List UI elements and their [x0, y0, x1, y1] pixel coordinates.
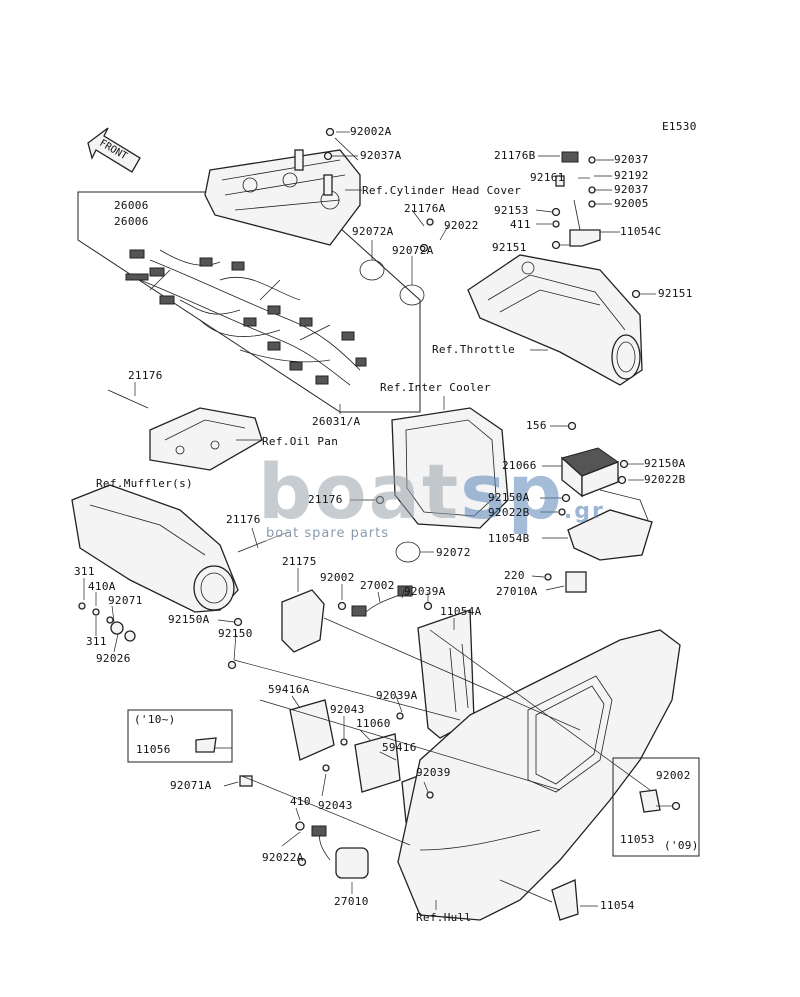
diagram-code: E1530: [662, 120, 697, 133]
part-11054: 11054: [600, 899, 635, 912]
year-label-09: ('09): [664, 839, 699, 852]
part-92150A-b: 92150A: [488, 491, 530, 504]
part-21066: 21066: [502, 459, 537, 472]
part-27002: 27002: [360, 579, 395, 592]
part-92150A-c: 92150A: [168, 613, 210, 626]
part-21176-a: 21176: [128, 369, 163, 382]
part-92153: 92153: [494, 204, 529, 217]
part-92037-b: 92037: [614, 183, 649, 196]
part-410: 410: [290, 795, 311, 808]
part-220: 220: [504, 569, 525, 582]
part-311-a: 311: [74, 565, 95, 578]
part-311-b: 311: [86, 635, 107, 648]
part-92150: 92150: [218, 627, 253, 640]
part-92043-b: 92043: [318, 799, 353, 812]
part-11054A: 11054A: [440, 605, 482, 618]
part-410A: 410A: [88, 580, 116, 593]
part-92039A-a: 92039A: [404, 585, 446, 598]
throttle-body: [467, 254, 643, 386]
part-11056: 11056: [136, 743, 171, 756]
part-11054B: 11054B: [488, 532, 530, 545]
part-92026: 92026: [96, 652, 131, 665]
front-arrow-icon: FRONT: [87, 127, 141, 173]
rectifier: [560, 447, 620, 498]
part-92005: 92005: [614, 197, 649, 210]
part-26006-a: 26006: [114, 199, 149, 212]
cylinder-head-cover: [204, 149, 361, 246]
wiring-harness: [139, 249, 361, 386]
part-92039: 92039: [416, 766, 451, 779]
part-92150A-a: 92150A: [644, 457, 686, 470]
ref-inter-cooler: Ref.Inter Cooler: [380, 381, 491, 394]
inter-cooler-plate: [391, 407, 509, 529]
part-92022B-a: 92022B: [644, 473, 686, 486]
part-11054C: 11054C: [620, 225, 662, 238]
part-27010A: 27010A: [496, 585, 538, 598]
part-92043-a: 92043: [330, 703, 365, 716]
oil-pan: [149, 407, 263, 471]
part-92072A-a: 92072A: [352, 225, 394, 238]
part-21176-c: 21176: [226, 513, 261, 526]
part-59416A: 59416A: [268, 683, 310, 696]
ref-mufflers: Ref.Muffler(s): [96, 477, 193, 490]
part-27010: 27010: [334, 895, 369, 908]
part-92151-b: 92151: [658, 287, 693, 300]
part-92037-a: 92037: [614, 153, 649, 166]
year-box-10: [127, 709, 233, 763]
part-92022: 92022: [444, 219, 479, 232]
ref-oil-pan: Ref.Oil Pan: [262, 435, 339, 448]
part-92002A: 92002A: [350, 125, 392, 138]
ref-hull: Ref.Hull: [416, 911, 472, 924]
part-92039A-b: 92039A: [376, 689, 418, 702]
part-21175: 21175: [282, 555, 317, 568]
part-92151-a: 92151: [492, 241, 527, 254]
year-box-09: [612, 757, 700, 857]
part-21176-b: 21176: [308, 493, 343, 506]
part-92071: 92071: [108, 594, 143, 607]
part-21176B: 21176B: [494, 149, 536, 162]
watermark-brand: boatsp.gr: [258, 447, 605, 536]
part-26031A: 26031/A: [312, 415, 361, 428]
part-92072A-b: 92072A: [392, 244, 434, 257]
part-92022A: 92022A: [262, 851, 304, 864]
part-92002-a: 92002: [320, 571, 355, 584]
part-92002-b: 92002: [656, 769, 691, 782]
part-92022B-b: 92022B: [488, 506, 530, 519]
ref-cylinder-head-cover: Ref.Cylinder Head Cover: [362, 184, 522, 197]
part-92072: 92072: [436, 546, 471, 559]
year-label-10: ('10~): [134, 713, 176, 726]
part-92037A: 92037A: [360, 149, 402, 162]
part-21176A: 21176A: [404, 202, 446, 215]
part-411: 411: [510, 218, 531, 231]
watermark-tagline: boat spare parts: [262, 526, 394, 541]
part-59416: 59416: [382, 741, 417, 754]
hull: [397, 629, 681, 921]
part-11060: 11060: [356, 717, 391, 730]
part-92192: 92192: [614, 169, 649, 182]
part-92071A: 92071A: [170, 779, 212, 792]
part-92161: 92161: [530, 171, 565, 184]
part-26006-b: 26006: [114, 215, 149, 228]
part-156: 156: [526, 419, 547, 432]
watermark: boatsp.gr boat spare parts: [258, 452, 603, 552]
part-11053: 11053: [620, 833, 655, 846]
ref-throttle: Ref.Throttle: [432, 343, 516, 356]
muffler: [71, 484, 239, 613]
